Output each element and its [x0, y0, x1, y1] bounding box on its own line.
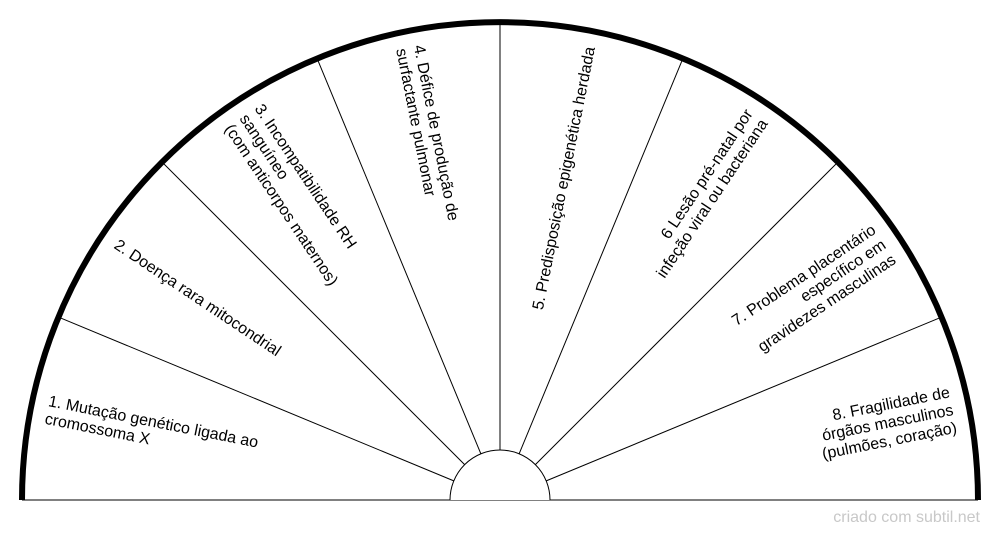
segment-label: 6 Lesão pré-natal porinfeção viral ou ba…	[639, 106, 772, 281]
svg-text:4. Défice de produção desurfac: 4. Défice de produção desurfactante pulm…	[392, 44, 461, 226]
segment-label: 2. Doença rara mitocondrial	[111, 237, 284, 360]
segment-label: 1. Mutação genético ligada aocromossoma …	[43, 393, 259, 469]
segment-divider	[535, 161, 839, 465]
svg-text:7. Problema placentárioespecíf: 7. Problema placentárioespecífico emgrav…	[729, 222, 899, 360]
segment-label: 5. Predisposição epigenética herdada	[530, 45, 599, 311]
segment-label-line: 6 Lesão pré-natal por	[658, 106, 757, 242]
outer-arc	[19, 19, 981, 501]
segment-label: 4. Défice de produção desurfactante pulm…	[392, 44, 461, 226]
segment-label-line: infeção viral ou bacteriana	[654, 116, 772, 281]
segment-divider	[546, 316, 942, 482]
svg-text:2. Doença rara mitocondrial: 2. Doença rara mitocondrial	[111, 237, 284, 360]
credit-text: criado com subtil.net	[833, 509, 980, 526]
segment-divider	[58, 316, 454, 482]
segment-label: 3. Incompatibilidade RHsanguíneo(com ant…	[221, 101, 371, 289]
segment-label: 7. Problema placentárioespecífico emgrav…	[729, 222, 899, 360]
svg-text:8. Fragilidade deórgãos mascul: 8. Fragilidade deórgãos masculinos(pulmõ…	[814, 384, 959, 463]
center-hub	[449, 449, 551, 501]
segment-label-line: 5. Predisposição epigenética herdada	[530, 45, 599, 311]
segment-label: 8. Fragilidade deórgãos masculinos(pulmõ…	[814, 384, 959, 463]
svg-text:3. Incompatibilidade RHsanguín: 3. Incompatibilidade RHsanguíneo(com ant…	[221, 101, 371, 289]
svg-text:6 Lesão pré-natal porinfeção v: 6 Lesão pré-natal porinfeção viral ou ba…	[639, 106, 772, 281]
segment-labels: 1. Mutação genético ligada aocromossoma …	[43, 44, 959, 469]
segment-divider	[518, 58, 684, 454]
segment-divider	[316, 58, 482, 454]
segment-label-line: 2. Doença rara mitocondrial	[111, 237, 284, 360]
svg-text:5. Predisposição epigenética h: 5. Predisposição epigenética herdada	[530, 45, 599, 311]
segment-dividers	[22, 22, 978, 501]
segment-divider	[161, 161, 465, 465]
svg-text:1. Mutação genético ligada aoc: 1. Mutação genético ligada aocromossoma …	[43, 393, 259, 469]
